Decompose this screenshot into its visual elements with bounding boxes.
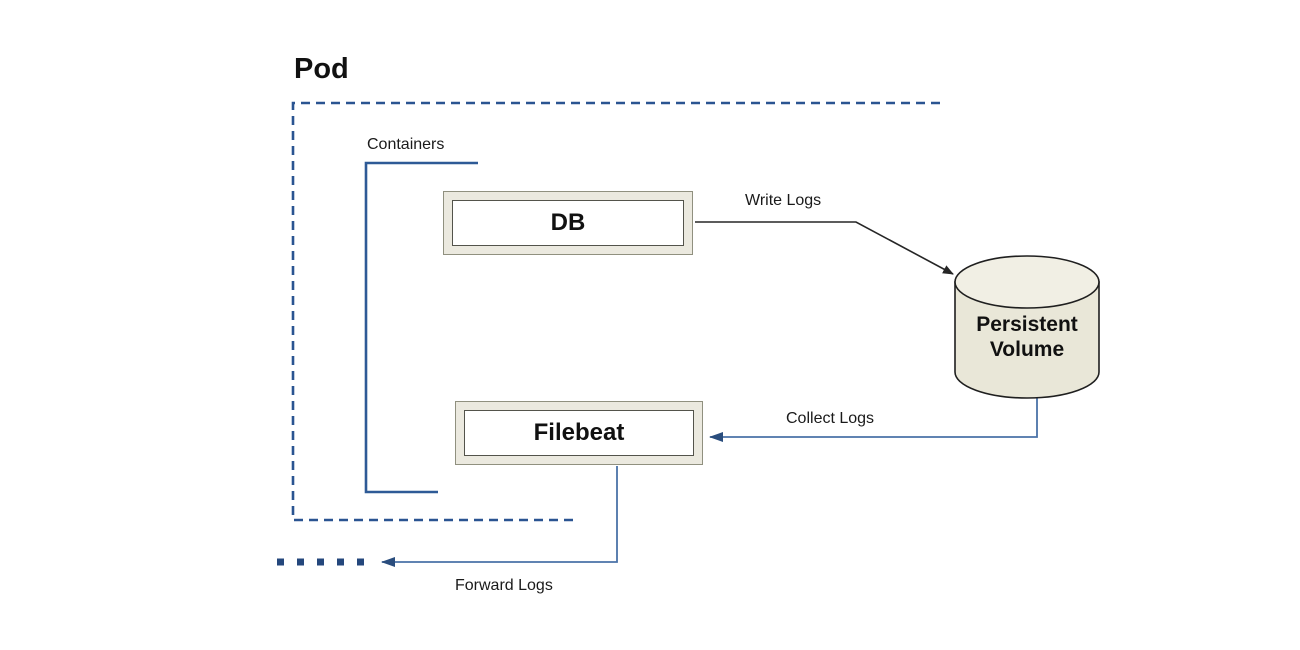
write-logs-edge-label: Write Logs	[745, 192, 822, 209]
persistent-volume-cylinder	[954, 255, 1100, 399]
db-node-label: DB	[452, 200, 684, 246]
pod-label: Pod	[294, 53, 349, 85]
collect-logs-arrow	[709, 397, 1038, 442]
filebeat-node-label: Filebeat	[464, 410, 694, 456]
pod-dashed-border	[291, 101, 940, 522]
forward-logs-arrow	[381, 466, 618, 567]
filebeat-node: Filebeat	[455, 401, 703, 465]
persistent-volume-label: Persistent Volume	[976, 313, 1078, 362]
forward-logs-edge-label: Forward Logs	[455, 577, 553, 594]
containers-group-label: Containers	[367, 136, 445, 153]
db-node: DB	[443, 191, 693, 255]
containers-bracket	[364, 161, 478, 494]
write-logs-arrow	[695, 221, 954, 275]
collect-logs-edge-label: Collect Logs	[786, 410, 875, 427]
